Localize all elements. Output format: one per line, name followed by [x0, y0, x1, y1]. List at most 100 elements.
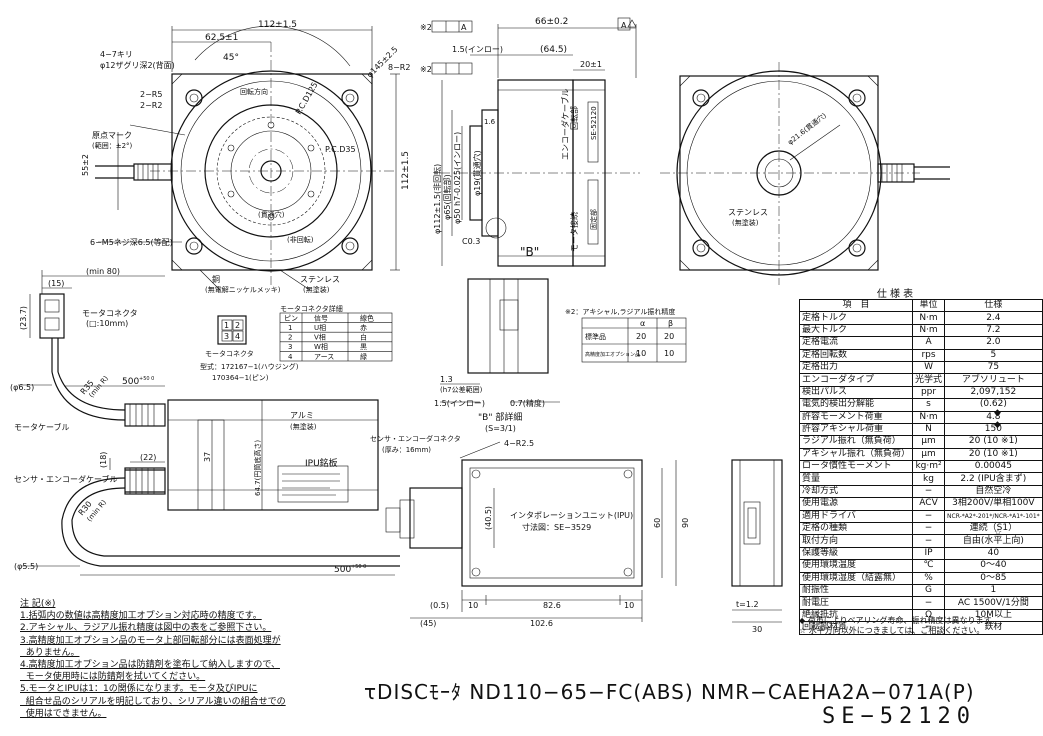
spec-cell-unit: N·m	[912, 311, 946, 325]
pin-1-label: 1	[224, 321, 229, 330]
tolerance-note: ※2：アキシャル,ラジアル振れ精度	[565, 307, 675, 316]
spec-cell-value: 1	[944, 583, 1043, 598]
pin-table-cell: V相	[314, 333, 326, 342]
spec-cell-unit: μm	[912, 447, 946, 462]
spec-cell-value: 40	[944, 546, 1043, 561]
motor-conn-face-label: モータコネクタ	[205, 349, 254, 358]
spec-cell-unit: rps	[912, 348, 946, 362]
back-stainless-sub: (無塗装)	[732, 218, 759, 227]
back-stainless-label: ステンレス	[728, 208, 768, 217]
spec-cell-item: 保護等級	[798, 546, 914, 561]
dim13-label: 1.3	[440, 375, 453, 384]
ipu-plate-label: IPU銘板	[305, 457, 338, 469]
dim22-label: (22)	[140, 453, 156, 462]
motor-cable-label-left: モータケーブル	[14, 422, 70, 432]
spec-marker: ◆	[994, 408, 1001, 418]
spec-cell-unit: 光学式	[912, 373, 946, 387]
notes-block: 注 記(※) 1.括弧内の数値は高精度加工オプション対応時の精度です。2.アキシ…	[20, 598, 320, 720]
detail-b-labels: 1.3 (h7公差範囲) 1.5(インロー) 0.7(精度) "B" 部詳細 (…	[434, 307, 675, 433]
spec-cell-unit: ppr	[912, 385, 946, 400]
sensor-cable-label: センサ・エンコーダケーブル	[14, 474, 118, 484]
dim-55-label: 55±2	[81, 154, 90, 176]
spec-cell-unit: ℃	[912, 559, 946, 573]
dim10a-label: 10	[468, 601, 478, 610]
side-view	[431, 17, 640, 267]
dim12-label: t=1.2	[736, 600, 759, 609]
spec-header-unit: 単位	[912, 298, 946, 313]
spec-cell-unit: μm	[912, 435, 946, 449]
tol-row-beta: 10	[664, 349, 674, 358]
dim55-label: (φ5.5)	[14, 562, 38, 571]
alumi-sub: (無塗装)	[290, 422, 317, 431]
note-line: モータ使用時には防錆剤を拭いてください。	[20, 672, 206, 683]
stainless-sub: (無塗装)	[303, 285, 330, 294]
dim-50-label: φ50 h7-0.025(インロー)	[453, 132, 462, 224]
counterbore-label: φ12ザグリ深2(背面)	[100, 60, 175, 70]
sensor-conn-label: センサ・エンコーダコネクタ	[370, 434, 461, 443]
spec-cell-value: 2,097,152	[944, 385, 1043, 400]
spec-row: 定格の種類−連続（S1）	[798, 522, 1043, 536]
spec-cell-value: 0〜85	[944, 571, 1043, 586]
notes-title: 注 記(※)	[20, 599, 56, 609]
pin-table-cell: 黒	[360, 343, 367, 351]
spec-cell-unit: ACV	[912, 497, 946, 511]
motor-body-side	[167, 399, 379, 511]
spec-note-2: ☆ 水平方向以外につきましては、ご相談ください。	[799, 626, 985, 635]
c03-label: C0.3	[462, 237, 480, 246]
spec-cell-value: NCR-*A2*-201*/NCR-*A1*-101*	[944, 509, 1043, 524]
spec-cell-value: 2.2 (IPU含まず)	[944, 472, 1043, 486]
spec-cell-value: 自然空冷	[944, 484, 1043, 499]
dim15-label: (15)	[48, 279, 64, 288]
note-a2-label: ※2	[420, 65, 432, 74]
tol-header-alpha: α	[640, 319, 645, 328]
spec-cell-item: 定格回転数	[798, 348, 914, 362]
spec-row: 冷却方式−自然空冷	[798, 484, 1043, 499]
pin-table-header: ピン	[284, 315, 298, 323]
detail-b-title: "B" 部詳細	[478, 411, 522, 423]
pin-table-cell: W相	[314, 342, 328, 351]
origin-mark-sub: (範囲：±2°)	[92, 141, 133, 150]
spec-cell-item: 適用ドライバ	[798, 509, 914, 524]
note-a-label: ※2	[420, 23, 432, 32]
spec-cell-item: 最大トルク	[798, 323, 914, 338]
dia216-label: φ21.6(貫通穴)	[786, 111, 829, 147]
note-line: 4.高精度加工オプション品は防錆剤を塗布して納入しますので、	[20, 660, 280, 671]
r5-label: 2−R5	[140, 90, 162, 99]
spec-cell-unit: G	[912, 583, 946, 598]
spec-cell-unit: A	[912, 336, 946, 350]
pin-table-cell: 白	[360, 333, 367, 342]
alumi-label: アルミ	[290, 411, 314, 420]
dim65-label: (φ6.5)	[10, 383, 34, 392]
spec-cell-item: ラジアル振れ（無負荷）	[798, 435, 914, 449]
flat-a-label: A	[461, 23, 467, 32]
spec-cell-item: 耐振性	[798, 583, 914, 598]
min80-label: (min 80)	[86, 267, 120, 276]
spec-cell-item: 耐電圧	[798, 596, 914, 610]
tol-row-alpha: 20	[636, 332, 646, 341]
tol-row-alpha: 10	[636, 349, 646, 358]
spec-cell-value: 0.00045	[944, 460, 1043, 474]
stainless-label: ステンレス	[300, 275, 340, 284]
pcd125-label: P.C.D125	[294, 81, 320, 116]
spec-cell-item: 質量	[798, 472, 914, 486]
m5-label: 6−M5ネジ深6.5(等配)	[90, 237, 173, 247]
motor-connector-labels: (min 80) (15) (23.7) モータコネクタ (□:10mm) (φ…	[10, 267, 366, 575]
spec-note-1: ◆ 荷重によりベアリング寿命、振れ精度は異なります。	[799, 616, 999, 625]
r2-label: 2−R2	[140, 101, 162, 110]
spec-cell-item: 許容モーメント荷重	[798, 410, 914, 424]
pin-table-header: 信号	[314, 314, 328, 323]
spec-cell-value: 75	[944, 360, 1043, 375]
note-line: 組合せ品のシリアルを明記しており、シリアル違いの組合せでの	[20, 696, 286, 707]
spec-cell-unit: −	[912, 596, 946, 610]
dim10b-label: 10	[624, 601, 634, 610]
spec-cell-value: 7.2	[944, 323, 1043, 338]
spec-row: 耐電圧−AC 1500V/1分間	[798, 596, 1043, 610]
dim-15-label: 1.5(インロー)	[452, 45, 503, 54]
